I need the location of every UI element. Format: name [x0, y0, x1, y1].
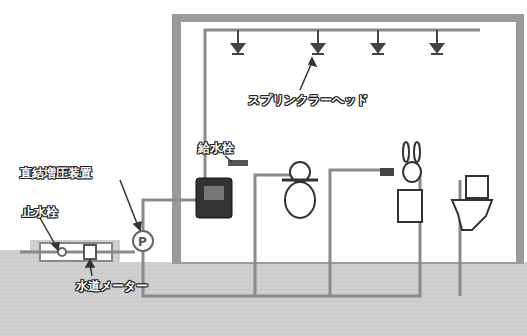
- fixtures: [196, 142, 492, 230]
- pipes: [20, 30, 480, 296]
- part-label: 水道メーター: [76, 278, 148, 295]
- water-meter: [84, 245, 96, 259]
- sprinkler-heads: [232, 30, 443, 54]
- part-label: 直結増圧装置: [20, 165, 92, 182]
- booster-pump: [133, 231, 153, 251]
- building-wall: [172, 14, 524, 264]
- part-label: スプリンクラーヘッド: [248, 92, 368, 109]
- building-interior: [181, 22, 516, 262]
- part-label: 止水栓: [22, 204, 58, 221]
- pump-symbol: P: [138, 235, 147, 249]
- part-label: 給水栓: [198, 140, 234, 157]
- stop-valve: [58, 248, 66, 256]
